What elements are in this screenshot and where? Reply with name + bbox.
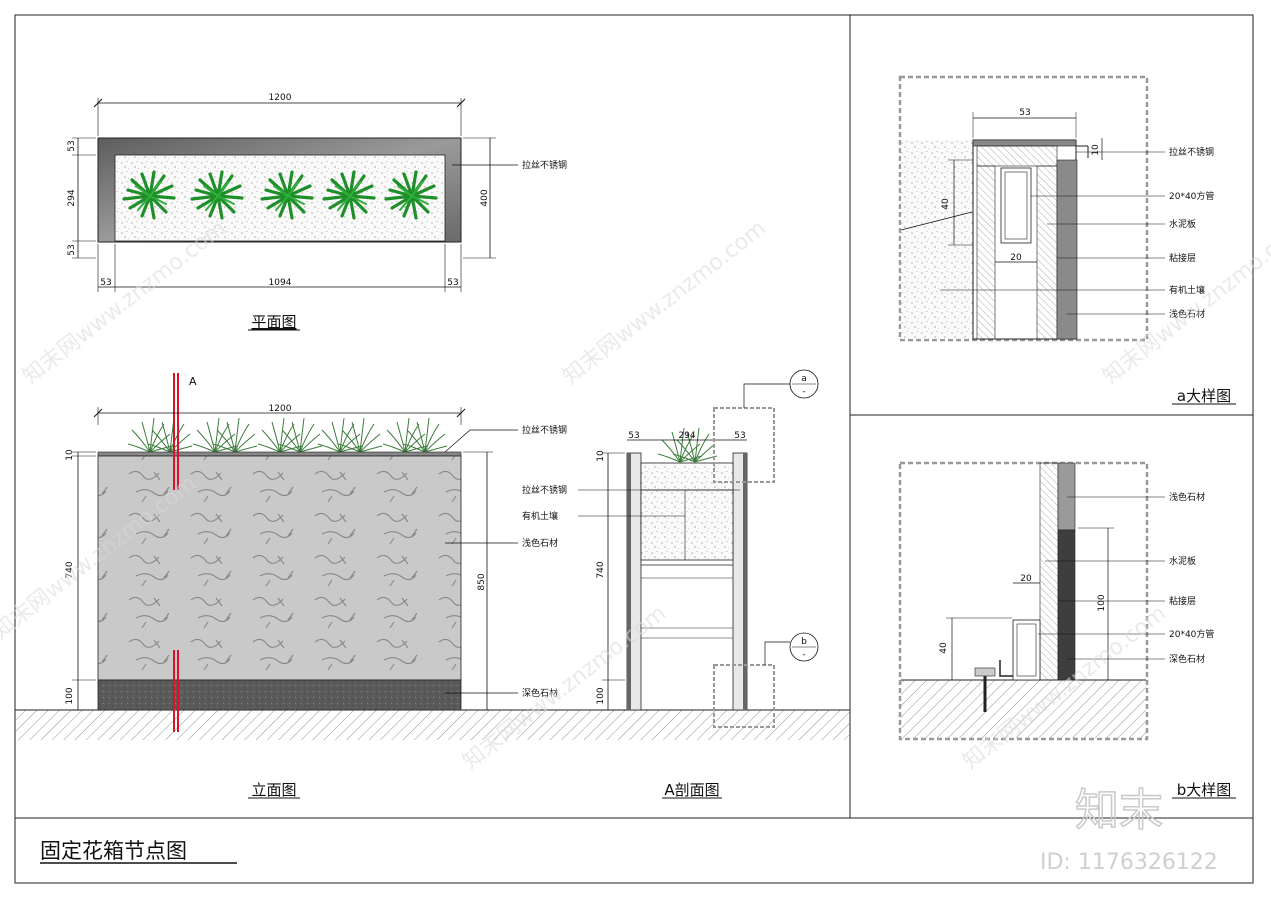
- detail-b-callout-adhesive: 粘接层: [1169, 595, 1196, 607]
- elevation-dark-stone: [97, 679, 462, 711]
- detail-a-callout-tube: 20*40方管: [1169, 190, 1214, 202]
- section-dim-mid: 740: [596, 561, 606, 578]
- detail-b-callout-tube: 20*40方管: [1169, 628, 1214, 640]
- elevation-dim-total: 850: [477, 573, 487, 590]
- section-dim-left: 53: [628, 431, 639, 441]
- elevation-title: 立面图: [251, 781, 296, 799]
- section-mark-a: A: [189, 375, 197, 388]
- section-dim-bottom: 100: [596, 687, 606, 704]
- detail-b-boundary: [713, 664, 775, 728]
- elevation-steel-cap: [97, 451, 462, 457]
- detail-a-dim-top: 10: [1091, 144, 1101, 156]
- section-dim-center: 294: [678, 431, 695, 441]
- detail-a-dim-height: 40: [941, 198, 951, 210]
- elevation-dim-overall: 1200: [269, 404, 292, 414]
- elevation-dim-top: 10: [65, 449, 75, 461]
- detail-a-callout-soil: 有机土壤: [1169, 284, 1205, 296]
- detail-a-view: 53 10 40 20 拉丝不锈钢 20*40方管 水泥板 粘接层 有机土壤 浅…: [898, 75, 1236, 405]
- detail-a-title: a大样图: [1177, 387, 1231, 405]
- plan-title: 平面图: [251, 313, 296, 331]
- detail-b-dim-stone: 100: [1097, 594, 1107, 611]
- detail-a-callout-cement: 水泥板: [1169, 218, 1196, 230]
- plan-dim-left: 53: [100, 278, 111, 288]
- section-soil: [640, 462, 734, 561]
- elevation-view: A 1200 10 740 100 850 拉丝不锈钢 浅色石材 深色石材 立面…: [15, 373, 850, 799]
- plan-dim-total-h: 400: [480, 189, 490, 206]
- detail-a-dim-tube: 20: [1010, 253, 1022, 263]
- detail-b-dim-height: 40: [939, 642, 949, 654]
- section-callout-soil: 有机土壤: [522, 510, 558, 522]
- watermark-2: 知末网www.znzmo.com: [558, 216, 771, 390]
- elevation-callout-light-stone: 浅色石材: [522, 537, 558, 549]
- plan-dim-inner-w: 1094: [269, 278, 292, 288]
- elevation-callout-steel: 拉丝不锈钢: [522, 424, 567, 436]
- plan-dim-right: 53: [447, 278, 458, 288]
- plan-callout-steel: 拉丝不锈钢: [522, 159, 567, 171]
- section-a-view: 53 294 53 10 740 100 拉丝不锈钢 有机土壤 a - b - …: [522, 369, 819, 799]
- detail-b-callout-dark-stone: 深色石材: [1169, 653, 1205, 665]
- detail-a-bubble-label: a: [801, 374, 807, 384]
- elevation-light-stone: [97, 455, 462, 681]
- detail-a-callout-stone: 浅色石材: [1169, 308, 1205, 320]
- ground-hatch: [15, 710, 850, 740]
- plan-dim-side-top: 53: [67, 140, 77, 151]
- plan-dim-side-bottom: 53: [67, 244, 77, 255]
- watermark-id: ID: 1176326122: [1040, 850, 1218, 875]
- watermark-logo: 知末: [1075, 785, 1163, 836]
- drawing-title: 固定花箱节点图: [40, 839, 187, 863]
- detail-b-dim-tube: 20: [1020, 574, 1032, 584]
- elevation-dim-bottom: 100: [65, 687, 75, 704]
- detail-a-bubble-sub: -: [802, 387, 805, 397]
- section-title: A剖面图: [664, 781, 719, 799]
- detail-b-bubble-label: b: [801, 637, 807, 647]
- watermark-3: 知末网www.znzmo.com: [1098, 216, 1271, 390]
- plan-dim-inner-h: 294: [67, 189, 77, 206]
- section-dim-right: 53: [734, 431, 745, 441]
- plan-view: 1200 53 294 53 400 53 1094 53 拉丝不锈钢 平面图: [67, 93, 567, 331]
- detail-b-callout-light-stone: 浅色石材: [1169, 491, 1205, 503]
- detail-b-view: 20 40 100 浅色石材 水泥板 粘接层 20*40方管 深色石材 b大样图: [898, 461, 1236, 799]
- detail-b-callout-cement: 水泥板: [1169, 555, 1196, 567]
- elevation-dim-mid: 740: [65, 561, 75, 578]
- detail-a-callout-steel: 拉丝不锈钢: [1169, 146, 1214, 158]
- elevation-callout-dark-stone: 深色石材: [522, 687, 558, 699]
- detail-a-dim-width: 53: [1019, 108, 1030, 118]
- sheet-frame: [14, 14, 1254, 884]
- section-dim-top: 10: [596, 450, 606, 462]
- section-callout-steel: 拉丝不锈钢: [522, 484, 567, 496]
- plan-dim-overall: 1200: [269, 93, 292, 103]
- detail-a-callout-adhesive: 粘接层: [1169, 252, 1196, 264]
- detail-b-bubble-sub: -: [802, 650, 805, 660]
- detail-b-title: b大样图: [1177, 781, 1232, 799]
